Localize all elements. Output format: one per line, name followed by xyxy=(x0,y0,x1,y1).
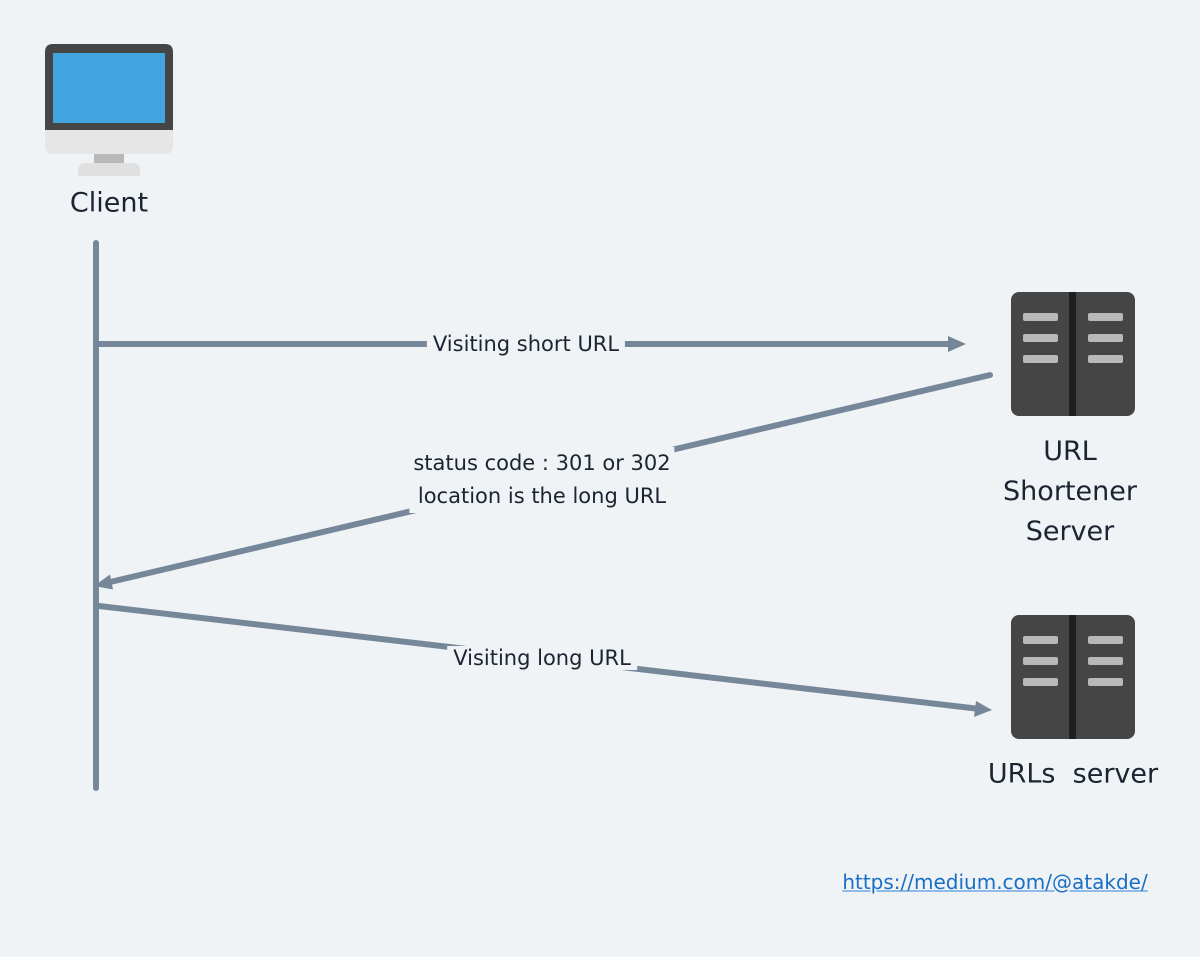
client-label: Client xyxy=(69,187,149,219)
source-link[interactable]: https://medium.com/@atakde/ xyxy=(842,870,1148,894)
urls-server-label: URLs server xyxy=(987,758,1159,790)
edge-label-redirect-status: status code : 301 or 302 location is the… xyxy=(409,447,675,513)
edge-label-visiting-short-url: Visiting short URL xyxy=(426,332,626,356)
server-rack-icon xyxy=(1011,615,1135,739)
url-shortener-server-label: URL Shortener Server xyxy=(1003,436,1137,547)
server-rack-icon xyxy=(1011,292,1135,416)
desktop-monitor-icon xyxy=(45,44,173,176)
edge-label-visiting-long-url: Visiting long URL xyxy=(447,646,637,670)
